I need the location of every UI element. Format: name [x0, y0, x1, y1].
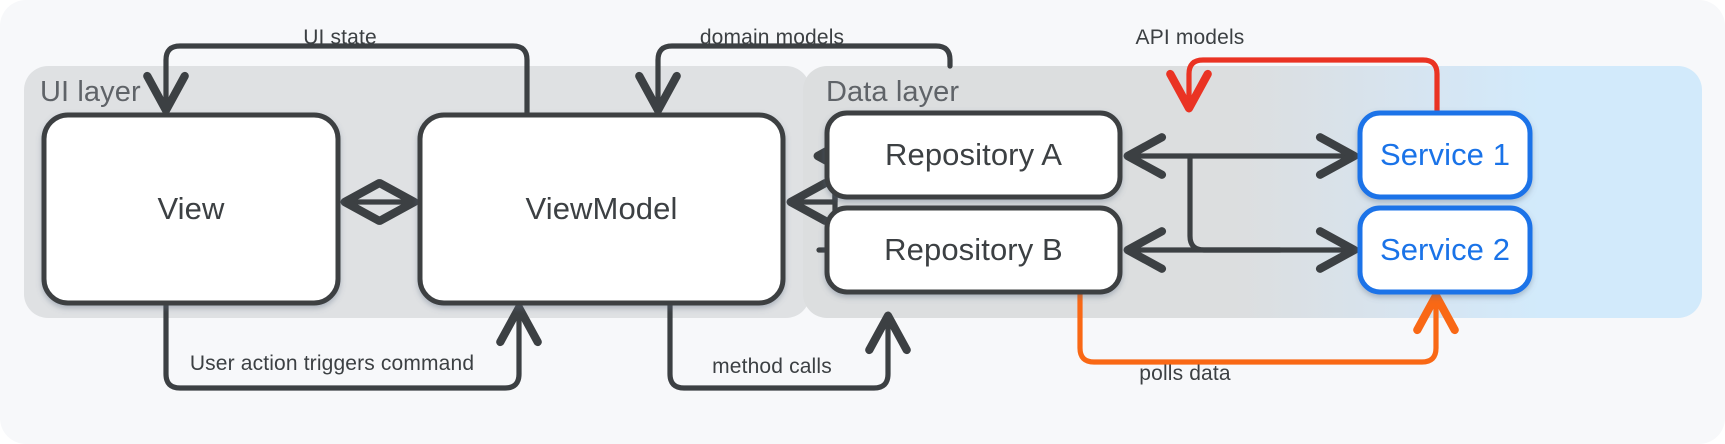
edge-label-api-models: API models: [1135, 26, 1245, 49]
node-repository-a[interactable]: [824, 110, 1123, 200]
edge-method-calls: [667, 300, 911, 391]
edge-label-user-action: User action triggers command: [189, 352, 475, 375]
edge-label-polls-data: polls data: [1139, 362, 1231, 385]
edge-user-action: [163, 300, 542, 391]
edge-domain-models: [635, 43, 953, 115]
edge-service-row-bridge: [1187, 153, 1283, 253]
edge-api-models: [1166, 57, 1440, 116]
edge-label-domain-models: domain models: [699, 26, 845, 49]
node-view[interactable]: [41, 112, 341, 306]
node-service-1[interactable]: [1357, 110, 1533, 200]
node-service-2[interactable]: [1357, 205, 1533, 295]
edge-label-ui-state: UI state: [303, 26, 377, 49]
edge-ui-state: [143, 43, 530, 118]
edge-polls-data: [1077, 289, 1459, 365]
data-layer-label: Data layer: [826, 76, 960, 108]
edge-label-method-calls: method calls: [712, 355, 832, 378]
node-repository-b[interactable]: [824, 205, 1123, 295]
node-viewmodel[interactable]: [417, 112, 786, 306]
ui-layer-label: UI layer: [40, 76, 141, 108]
